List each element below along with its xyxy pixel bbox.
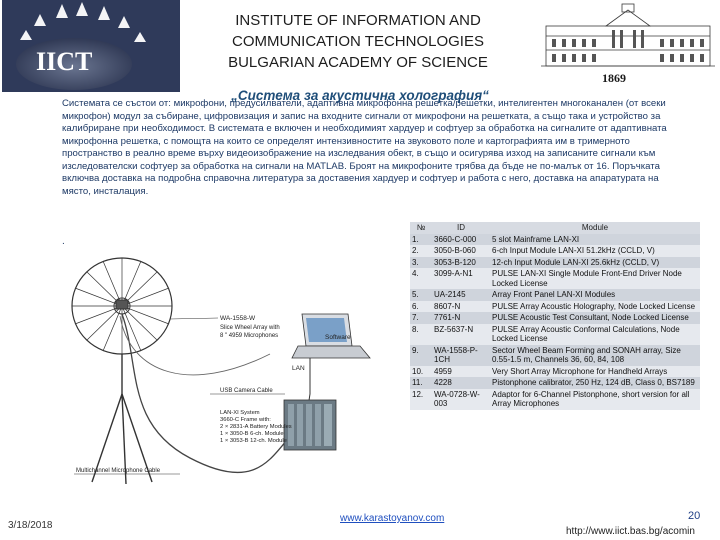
website-link[interactable]: www.karastoyanov.com	[340, 513, 445, 524]
row-id: 3099-A-N1	[432, 268, 490, 289]
title-line-3: BULGARIAN ACADEMY OF SCIENCE	[228, 54, 488, 71]
table-row: 9. WA-1558-P-1CH Sector Wheel Beam Formi…	[410, 344, 700, 366]
table-row: 1. 3660-C-000 5 slot Mainframe LAN-XI	[410, 233, 700, 245]
row-module: PULSE LAN-XI Single Module Front-End Dri…	[490, 268, 700, 289]
system-line-1: LAN-XI System	[220, 410, 260, 416]
row-id: 4228	[432, 377, 490, 389]
seal-year: 1869	[602, 71, 626, 85]
header-module: Module	[490, 222, 700, 234]
institute-title: INSTITUTE OF INFORMATION AND COMMUNICATI…	[186, 10, 530, 73]
table-header-row: № ID Module	[410, 222, 700, 234]
diagram-graphic: WA-1558-W Slice Wheel Array with 8 " 495…	[71, 257, 371, 485]
lan-label: LAN	[292, 365, 305, 372]
row-number: 10.	[410, 365, 432, 377]
lan-xi-frame-icon	[283, 399, 337, 451]
row-module: PULSE Array Acoustic Conformal Calculati…	[490, 323, 700, 345]
table-row: 7. 7761-N PULSE Acoustic Test Consultant…	[410, 312, 700, 324]
footer-date: 3/18/2018	[8, 520, 53, 531]
page-number: 20	[688, 510, 701, 522]
mic-cable-label: Multichannel Microphone Cable	[76, 468, 161, 474]
wheel-desc-1: Slice Wheel Array with	[220, 325, 280, 331]
row-module: 6-ch Input Module LAN-XI 51.2kHz (CCLD, …	[490, 245, 700, 257]
table-row: 5. UA-2145 Array Front Panel LAN-XI Modu…	[410, 289, 700, 301]
table-row: 10. 4959 Very Short Array Microphone for…	[410, 365, 700, 377]
table-row: 4. 3099-A-N1 PULSE LAN-XI Single Module …	[410, 268, 700, 289]
row-id: UA-2145	[432, 289, 490, 301]
row-number: 7.	[410, 312, 432, 324]
row-module: PULSE Acoustic Test Consultant, Node Loc…	[490, 312, 700, 324]
system-line-4: 1 × 3050-B 6-ch. Module	[220, 431, 284, 437]
row-module: Array Front Panel LAN-XI Modules	[490, 289, 700, 301]
row-id: 3053-B-120	[432, 256, 490, 268]
module-table: № ID Module 1. 3660-C-000 5 slot Mainfra…	[410, 222, 700, 410]
building-icon: 1869	[541, 3, 715, 85]
academy-seal: 1869	[536, 0, 720, 92]
system-diagram: WA-1558-W Slice Wheel Array with 8 " 495…	[70, 244, 388, 502]
row-id: 3050-B-060	[432, 245, 490, 257]
wheel-array-icon	[71, 257, 173, 485]
row-number: 6.	[410, 300, 432, 312]
row-id: BZ-5637-N	[432, 323, 490, 345]
row-module: PULSE Array Acoustic Holography, Node Lo…	[490, 300, 700, 312]
footer-url[interactable]: http://www.iict.bas.bg/acomin	[566, 526, 695, 537]
row-module: Sector Wheel Beam Forming and SONAH arra…	[490, 344, 700, 366]
row-number: 9.	[410, 344, 432, 366]
system-line-5: 1 × 3053-B 12-ch. Module	[220, 438, 287, 444]
table-row: 11. 4228 Pistonphone calibrator, 250 Hz,…	[410, 377, 700, 389]
table-row: 2. 3050-B-060 6-ch Input Module LAN-XI 5…	[410, 245, 700, 257]
row-module: Adaptor for 6-Channel Pistonphone, short…	[490, 388, 700, 410]
row-id: WA-0728-W-003	[432, 388, 490, 410]
table-row: 6. 8607-N PULSE Array Acoustic Holograph…	[410, 300, 700, 312]
table-row: 3. 3053-B-120 12-ch Input Module LAN-XI …	[410, 256, 700, 268]
header-number: №	[410, 222, 432, 234]
row-id: 7761-N	[432, 312, 490, 324]
trailing-dot: .	[62, 236, 65, 247]
wheel-desc-2: 8 " 4959 Microphones	[220, 333, 278, 339]
row-number: 2.	[410, 245, 432, 257]
software-label: Software	[325, 334, 351, 341]
title-line-1: INSTITUTE OF INFORMATION AND	[235, 12, 481, 29]
row-id: 8607-N	[432, 300, 490, 312]
row-id: 4959	[432, 365, 490, 377]
row-number: 11.	[410, 377, 432, 389]
table-row: 12. WA-0728-W-003 Adaptor for 6-Channel …	[410, 388, 700, 410]
laptop-icon	[291, 313, 371, 359]
row-module: Pistonphone calibrator, 250 Hz, 124 dB, …	[490, 377, 700, 389]
slide-subtitle: „Система за акустична холография“	[231, 88, 489, 103]
system-line-3: 2 × 2831-A Battery Modules	[220, 424, 292, 430]
description-paragraph: Системата се състои от: микрофони, преду…	[62, 98, 667, 197]
row-module: 5 slot Mainframe LAN-XI	[490, 233, 700, 245]
row-number: 5.	[410, 289, 432, 301]
system-line-2: 3660-C Frame with:	[220, 417, 271, 423]
iict-logo: IICT	[2, 0, 180, 92]
header-id: ID	[432, 222, 490, 234]
wheel-label: WA-1558-W	[220, 315, 256, 322]
row-id: 3660-C-000	[432, 233, 490, 245]
title-line-2: COMMUNICATION TECHNOLOGIES	[232, 33, 484, 50]
table-row: 8. BZ-5637-N PULSE Array Acoustic Confor…	[410, 323, 700, 345]
row-number: 8.	[410, 323, 432, 345]
row-module: Very Short Array Microphone for Handheld…	[490, 365, 700, 377]
logo-graphic: IICT	[2, 0, 180, 92]
row-number: 12.	[410, 388, 432, 410]
row-number: 3.	[410, 256, 432, 268]
header: IICT INSTITUTE OF INFORMATION AND COMMUN…	[0, 0, 720, 92]
row-number: 1.	[410, 233, 432, 245]
row-id: WA-1558-P-1CH	[432, 344, 490, 366]
row-number: 4.	[410, 268, 432, 289]
usb-label: USB Camera Cable	[220, 388, 273, 394]
logo-text: IICT	[36, 47, 92, 76]
row-module: 12-ch Input Module LAN-XI 25.6kHz (CCLD,…	[490, 256, 700, 268]
